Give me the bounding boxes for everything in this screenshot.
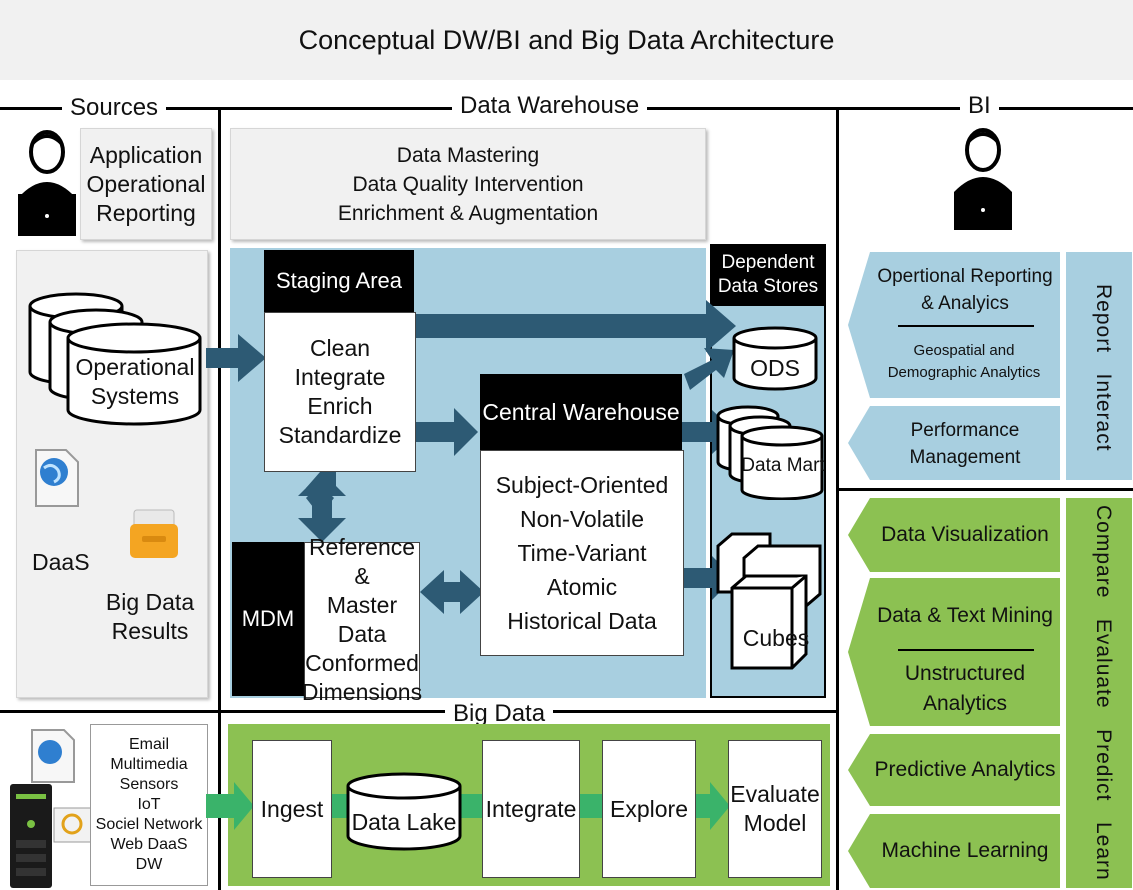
unstructured-analytics-label: Unstructured Analytics [904, 662, 1026, 715]
data-lake-label: Data Lake [351, 808, 457, 835]
user-laptop-icon [18, 130, 76, 236]
central-warehouse-header: Central Warehouse [480, 374, 682, 450]
central-warehouse-box: Subject-Oriented Non-Volatile Time-Varia… [480, 450, 684, 656]
report-interact-side-label: Report Interact [1092, 284, 1115, 452]
ods-db-icon [732, 326, 818, 391]
report-interact-sidebar [1066, 252, 1132, 480]
ods-label: ODS [750, 354, 800, 381]
app-operational-reporting-box: Application Operational Reporting [80, 128, 212, 240]
diagram-title: Conceptual DW/BI and Big Data Architectu… [0, 0, 1133, 80]
explore-to-evaluate-arrow [694, 782, 730, 830]
text-mining-label: Data & Text Mining [877, 604, 1053, 627]
mdm-box: Reference & Master Data Conformed Dimens… [301, 534, 423, 705]
predictive-analytics-label: Predictive Analytics [874, 758, 1056, 781]
operational-systems-db-icon [28, 292, 202, 426]
machine-learning-label: Machine Learning [881, 839, 1049, 862]
text-mining-chevron [848, 578, 1060, 726]
mdm-label: MDM [232, 542, 304, 696]
staging-area-header: Staging Area [264, 250, 414, 312]
ingest-to-lake-arrow [328, 794, 350, 818]
performance-management-label: Performance Management [909, 420, 1021, 468]
staging-to-central-arrow [414, 408, 478, 456]
email-server-icon [10, 729, 97, 888]
ingest-box: Ingest [252, 740, 332, 878]
evaluate-model-box: Evaluate Model [728, 740, 822, 878]
data-visualization-label: Data Visualization [881, 523, 1049, 546]
sources-to-staging-arrow [206, 334, 266, 382]
sources-label: Sources [62, 94, 167, 122]
bigdata-sources-list: Email Multimedia Sensors IoT Sociel Netw… [90, 724, 208, 886]
globe-document-icon [35, 449, 79, 507]
mdm-central-arrow [420, 570, 484, 614]
operational-reporting-label: Opertional Reporting & Analyics [877, 266, 1053, 314]
data-mart-label: Data Mart [741, 455, 825, 476]
sources-divider [218, 107, 221, 890]
bi-user-laptop-icon [954, 128, 1012, 230]
integrate-to-explore-arrow [578, 794, 604, 818]
staging-area-box: Clean Integrate Enrich Standardize [264, 312, 416, 472]
bi-divider [836, 107, 839, 890]
cubes-icon [716, 532, 822, 670]
daas-label: DaaS [32, 549, 90, 575]
operational-systems-label: Operational Systems [75, 354, 195, 409]
bi-blue-shapes [848, 252, 1132, 480]
cubes-label: Cubes [742, 624, 810, 651]
integrate-box: Integrate [482, 740, 580, 878]
lake-to-integrate-arrow [460, 794, 484, 818]
big-data-label: Big Data [445, 700, 554, 728]
bi-label: BI [960, 92, 999, 120]
staging-mdm-arrow [298, 472, 346, 542]
central-to-ods-arrow [684, 348, 734, 390]
folder-icon [130, 509, 178, 558]
big-data-results-label: Big Data Results [105, 589, 195, 644]
staging-to-ods-arrow [414, 300, 736, 352]
data-warehouse-label: Data Warehouse [452, 92, 648, 120]
ml-chevron [848, 814, 1060, 888]
performance-chevron [848, 406, 1060, 480]
predictive-chevron [848, 734, 1060, 806]
bi-green-shapes [848, 498, 1132, 888]
bigdata-divider [0, 710, 838, 713]
data-lake-db-icon [346, 772, 462, 851]
geospatial-label: Geospatial and Demographic Analytics [887, 342, 1041, 381]
sources-to-ingest-arrow [206, 782, 254, 830]
explore-box: Explore [602, 740, 696, 878]
data-mastering-box: Data Mastering Data Quality Intervention… [230, 128, 706, 240]
data-mart-db-icon [716, 405, 824, 500]
compare-learn-sidebar [1066, 498, 1132, 888]
compare-learn-side-label: Compare Evaluate Predict Learn [1092, 505, 1115, 881]
bi-mid-divider [838, 488, 1133, 491]
dependent-data-stores-header: Dependent Data Stores [710, 244, 826, 306]
data-viz-chevron [848, 498, 1060, 572]
